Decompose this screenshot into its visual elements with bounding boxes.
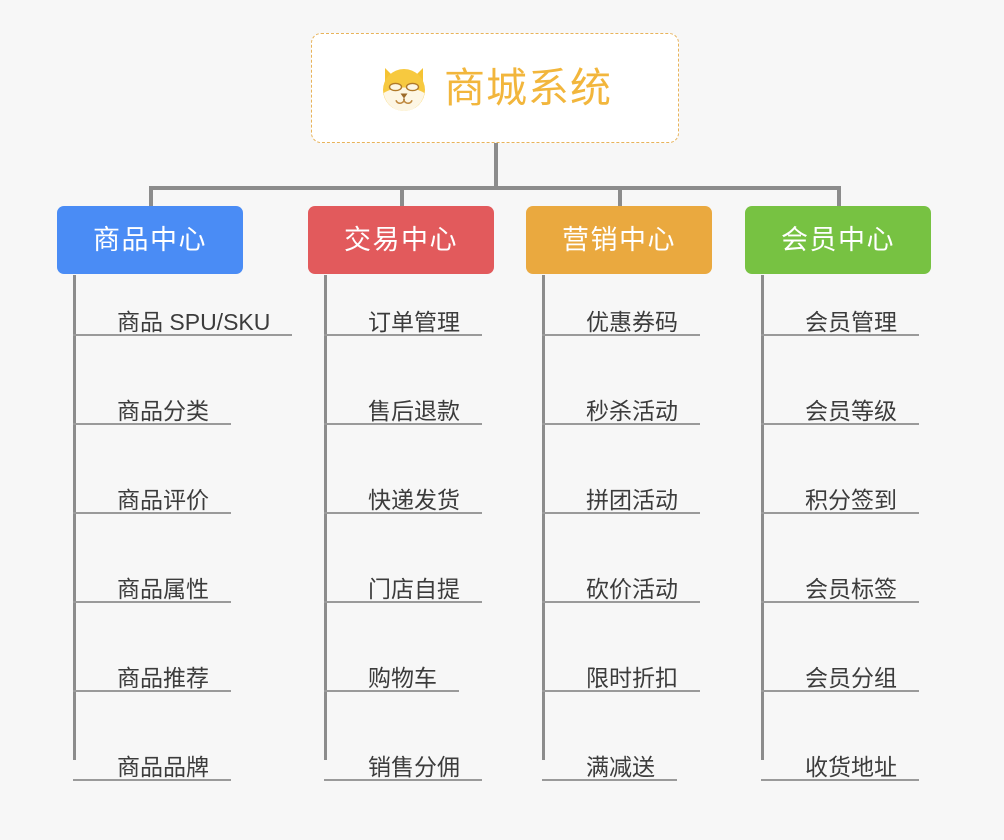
leaf-label: 积分签到 [805,487,897,513]
leaf-item[interactable]: 商品推荐 [73,636,231,692]
leaf-item[interactable]: 会员标签 [761,547,919,603]
connector-drop-1 [149,186,153,207]
leaf-label: 会员等级 [805,398,897,424]
leaf-label: 售后退款 [368,398,460,424]
connector-drop-3 [618,186,622,207]
leaf-item[interactable]: 优惠券码 [542,280,700,336]
leaf-label: 商品评价 [117,487,209,513]
leaf-item[interactable]: 门店自提 [324,547,482,603]
leaf-label: 拼团活动 [586,487,678,513]
leaf-trunk-2 [324,275,327,760]
leaf-item[interactable]: 限时折扣 [542,636,700,692]
leaf-item[interactable]: 订单管理 [324,280,482,336]
leaf-item[interactable]: 商品分类 [73,369,231,425]
leaf-label: 满减送 [586,754,655,780]
branch-label-1: 商品中心 [93,224,207,255]
leaf-label: 销售分佣 [368,754,460,780]
leaf-label: 会员标签 [805,576,897,602]
leaf-item[interactable]: 秒杀活动 [542,369,700,425]
leaf-label: 快递发货 [368,487,460,513]
leaf-trunk-4 [761,275,764,760]
connector-horizontal-bus [149,186,840,190]
shiba-dog-face-icon [383,68,425,111]
leaf-item[interactable]: 销售分佣 [324,725,482,781]
leaf-label: 门店自提 [368,576,460,602]
leaf-label: 商品属性 [117,576,209,602]
leaf-item[interactable]: 商品属性 [73,547,231,603]
branch-node-4[interactable]: 会员中心 [745,206,931,274]
leaf-label: 优惠券码 [586,309,678,335]
leaf-trunk-1 [73,275,76,760]
leaf-item[interactable]: 售后退款 [324,369,482,425]
leaf-item[interactable]: 满减送 [542,725,677,781]
branch-node-2[interactable]: 交易中心 [308,206,494,274]
leaf-label: 订单管理 [368,309,460,335]
leaf-item[interactable]: 商品品牌 [73,725,231,781]
branch-node-3[interactable]: 营销中心 [526,206,712,274]
leaf-label: 商品分类 [117,398,209,424]
leaf-item[interactable]: 快递发货 [324,458,482,514]
branch-label-4: 会员中心 [781,224,895,255]
branch-node-1[interactable]: 商品中心 [57,206,243,274]
leaf-item[interactable]: 商品 SPU/SKU [73,280,293,336]
leaf-label: 会员管理 [805,309,897,335]
connector-drop-4 [837,186,841,207]
leaf-label: 购物车 [368,665,437,691]
leaf-item[interactable]: 积分签到 [761,458,919,514]
leaf-item[interactable]: 商品评价 [73,458,231,514]
connector-drop-2 [400,186,404,207]
leaf-label: 砍价活动 [586,576,678,602]
root-node-shop-system[interactable]: 商城系统 [311,33,679,143]
leaf-item[interactable]: 购物车 [324,636,459,692]
leaf-item[interactable]: 收货地址 [761,725,919,781]
leaf-trunk-3 [542,275,545,760]
leaf-label: 收货地址 [805,754,897,780]
leaf-label: 商品推荐 [117,665,209,691]
leaf-item[interactable]: 会员等级 [761,369,919,425]
branch-label-2: 交易中心 [344,224,458,255]
connector-root-stem [494,143,498,189]
leaf-label: 限时折扣 [586,665,678,691]
root-title: 商城系统 [444,64,612,111]
leaf-label: 商品品牌 [117,754,209,780]
leaf-item[interactable]: 砍价活动 [542,547,700,603]
leaf-item[interactable]: 会员分组 [761,636,919,692]
leaf-label: 秒杀活动 [586,398,678,424]
leaf-item[interactable]: 会员管理 [761,280,919,336]
leaf-label: 会员分组 [805,665,897,691]
leaf-label: 商品 SPU/SKU [117,309,271,335]
leaf-item[interactable]: 拼团活动 [542,458,700,514]
branch-label-3: 营销中心 [562,224,676,255]
